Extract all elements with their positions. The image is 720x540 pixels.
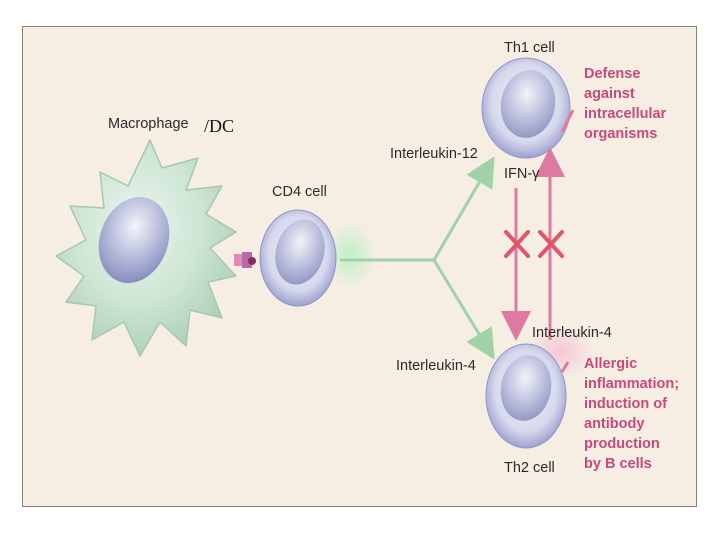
cd4-glow (324, 221, 376, 289)
arrow-to-th1 (432, 156, 495, 261)
dc-label: /DC (204, 116, 235, 136)
th1-label: Th1 cell (504, 40, 555, 56)
ifn-gamma-label: IFN-γ (504, 166, 540, 182)
inhibition-cross-right (538, 230, 564, 258)
arrow-to-th2 (432, 259, 495, 360)
interleukin-4-right-label: Interleukin-4 (532, 325, 612, 341)
macrophage-cell (55, 139, 237, 357)
cd4-label: CD4 cell (272, 184, 327, 200)
differentiation-arrows (340, 156, 495, 360)
th2-outcome-pointer (560, 361, 570, 373)
macrophage-label: Macrophage (108, 116, 189, 132)
th2-outcome-text: Allergic inflammation; induction of anti… (584, 356, 680, 472)
interleukin-12-label: Interleukin-12 (390, 146, 478, 162)
macrophage-nucleus (98, 197, 170, 283)
cd4-nucleus (275, 219, 325, 285)
th2-label: Th2 cell (504, 460, 555, 476)
inhibition-cross-left (504, 230, 530, 258)
interleukin-4-left-label: Interleukin-4 (396, 358, 476, 374)
th1-outcome-pointer (560, 109, 575, 133)
antigen-presentation-complex (234, 252, 256, 268)
th1-nucleus (500, 70, 556, 138)
th1-outcome-text: Defense against intracellular organisms (584, 66, 667, 142)
th2-nucleus (500, 355, 552, 421)
